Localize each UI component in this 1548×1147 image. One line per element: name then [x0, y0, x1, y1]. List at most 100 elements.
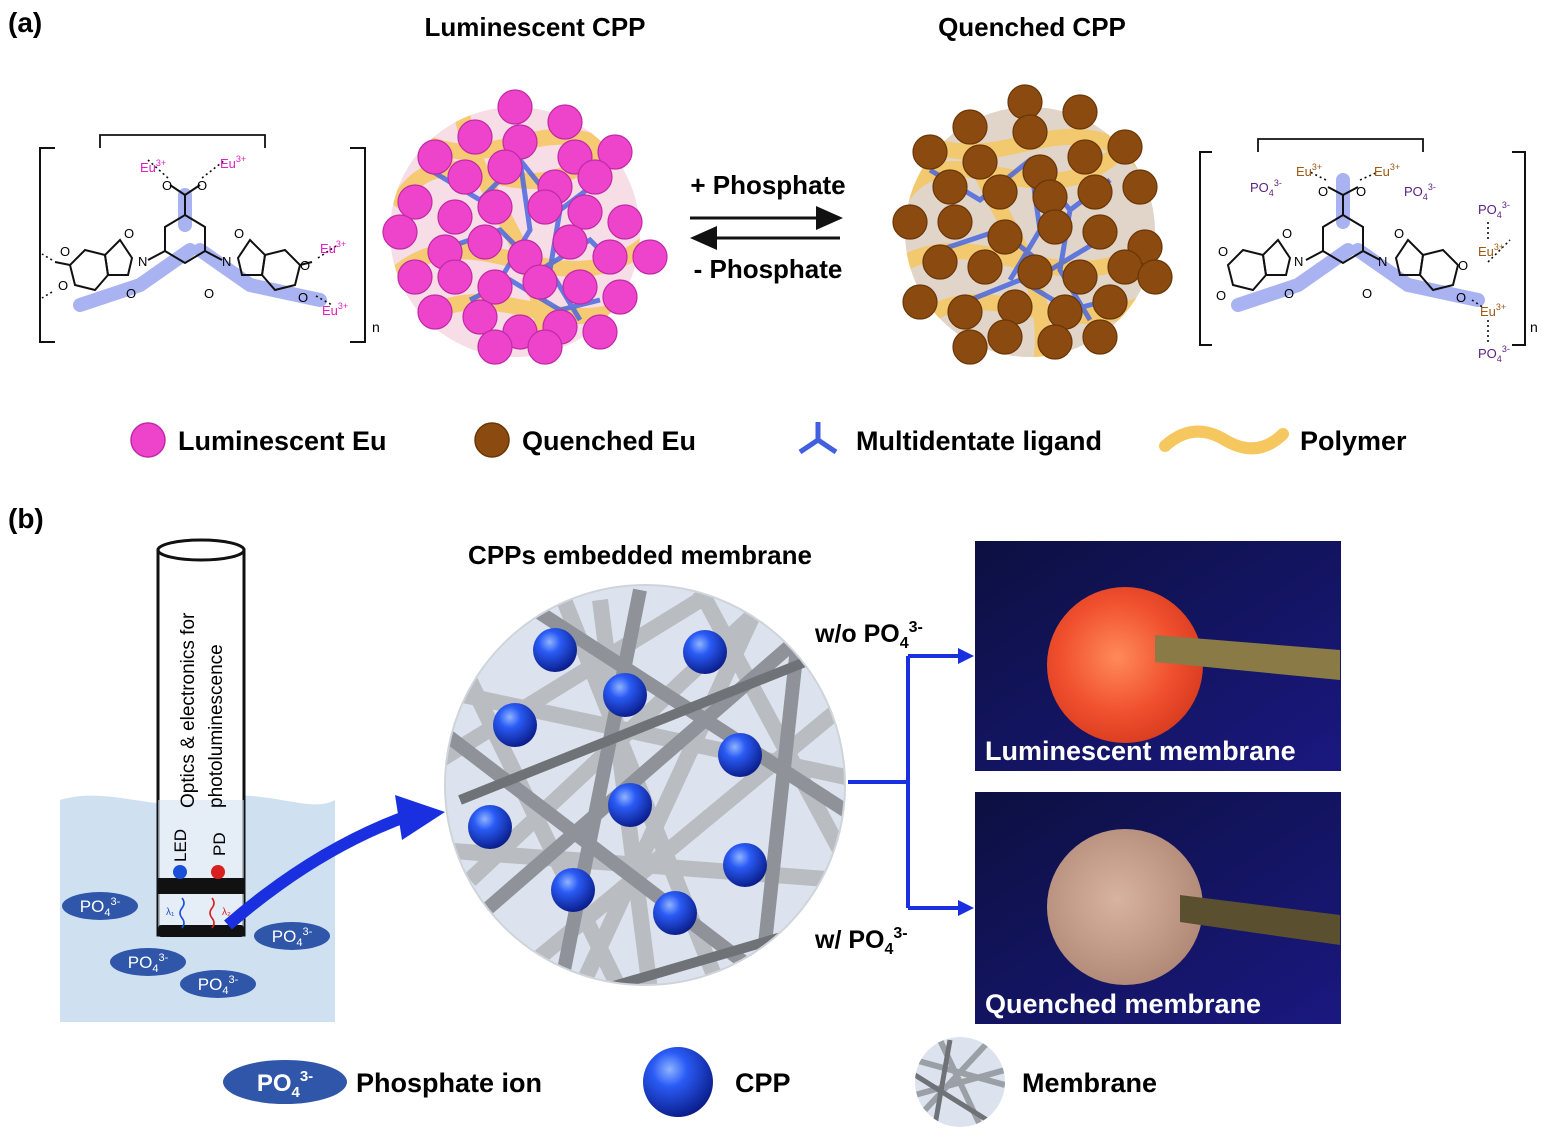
eu-label: Eu3+	[220, 154, 246, 171]
svg-text:PO43-: PO43-	[272, 926, 313, 949]
quenched-eu-dot	[1082, 214, 1118, 250]
led-dot	[173, 865, 187, 879]
panel-b-label: (b)	[8, 503, 44, 534]
luminescent-eu-dot	[417, 294, 453, 330]
luminescent-eu-dot	[562, 269, 598, 305]
atom-o: O	[1318, 184, 1328, 199]
cpp-particle	[723, 843, 767, 887]
luminescent-eu-dot	[477, 189, 513, 225]
quenched-eu-legend-icon	[474, 422, 510, 458]
luminescent-eu-dot	[567, 194, 603, 230]
cpp-particle	[603, 673, 647, 717]
phosphate-ion-icon	[223, 1060, 347, 1104]
membrane-icon	[915, 1037, 1005, 1127]
probe-text-line2: photoluminescence	[206, 644, 227, 808]
atom-o: O	[124, 226, 134, 241]
luminescent-eu-dot	[607, 204, 643, 240]
quenched-eu-dot	[912, 134, 948, 170]
phosphate-ion-icon-text: PO43-	[257, 1068, 313, 1101]
phosphate-ion: PO43-	[62, 892, 138, 920]
atom-o: O	[1362, 286, 1372, 301]
quenched-eu-dot	[1047, 294, 1083, 330]
repeat-n-left: n	[372, 319, 380, 335]
sensor-probe: Optics & electronics for photoluminescen…	[156, 538, 246, 937]
eu-label: Eu3+	[1296, 162, 1322, 179]
quenched-eu-dot	[922, 244, 958, 280]
luminescent-eu-dot	[487, 149, 523, 185]
luminescent-eu-dot	[382, 214, 418, 250]
led-label: LED	[171, 829, 190, 862]
atom-o: O	[58, 278, 68, 293]
cpp-particle	[608, 783, 652, 827]
without-phosphate-label: w/o PO43-	[814, 619, 923, 652]
legend-quenched-eu: Quenched Eu	[522, 426, 696, 456]
luminescent-eu-dot	[527, 329, 563, 365]
cpp-particle	[551, 868, 595, 912]
quenched-cpp-title: Quenched CPP	[938, 12, 1126, 42]
luminescent-eu-dot	[437, 259, 473, 295]
luminescent-eu-dot	[552, 224, 588, 260]
cpp-particle	[718, 733, 762, 777]
cpp-particle	[653, 891, 697, 935]
atom-o: O	[1284, 286, 1294, 301]
eu-label: Eu3+	[1374, 162, 1400, 179]
atom-o: O	[1218, 244, 1228, 259]
quenched-eu-dot	[1062, 259, 1098, 295]
luminescent-eu-dot	[547, 104, 583, 140]
atom-o: O	[1456, 290, 1466, 305]
luminescent-eu-dot	[462, 299, 498, 335]
quenched-eu-dot	[1107, 249, 1143, 285]
phosphate-ion: PO43-	[180, 970, 256, 998]
quenched-photo-label: Quenched membrane	[985, 989, 1261, 1019]
atom-o: O	[300, 258, 310, 273]
quenched-eu-dot	[1092, 284, 1128, 320]
eu-label: Eu3+	[1480, 302, 1506, 319]
phosphate-label: PO43-	[1478, 344, 1510, 364]
probe-text-line1: Optics & electronics for	[178, 612, 199, 808]
luminescent-eu-dot	[602, 279, 638, 315]
luminescent-eu-dot	[582, 314, 618, 350]
panel-a-label: (a)	[8, 7, 42, 38]
svg-text:PO43-: PO43-	[128, 952, 169, 975]
pd-dot	[211, 865, 225, 879]
quenched-eu-dot	[987, 219, 1023, 255]
quenched-eu-dot	[962, 144, 998, 180]
luminescent-photo-label: Luminescent membrane	[985, 736, 1296, 766]
svg-text:PO43-: PO43-	[198, 974, 239, 997]
with-phosphate-label: w/ PO43-	[814, 925, 908, 958]
quenched-eu-dot	[952, 109, 988, 145]
cpp-membrane	[444, 584, 846, 986]
minus-phosphate-label: - Phosphate	[694, 254, 843, 284]
quenched-eu-dots	[892, 84, 1173, 365]
luminescent-eu-dots	[382, 89, 668, 365]
luminescent-eu-dot	[397, 259, 433, 295]
quenched-eu-dot	[967, 249, 1003, 285]
atom-o: O	[298, 290, 308, 305]
quenched-eu-dot	[932, 169, 968, 205]
left-chemical-structure: n O O N O O O O N O O O O Eu3+ Eu3	[39, 134, 380, 343]
luminescent-eu-dot	[522, 264, 558, 300]
phosphate-ions: PO43- PO43- PO43- PO43-	[62, 892, 330, 998]
atom-o: O	[1356, 184, 1366, 199]
luminescent-eu-dot	[597, 134, 633, 170]
legend-membrane: Membrane	[1022, 1068, 1157, 1098]
atom-n: N	[1294, 254, 1303, 269]
phosphate-ion: PO43-	[110, 948, 186, 976]
atom-o: O	[1282, 226, 1292, 241]
luminescent-eu-dot	[577, 159, 613, 195]
cpp-sphere-icon	[643, 1047, 713, 1117]
quenched-eu-dot	[1077, 174, 1113, 210]
cpp-particles	[468, 628, 767, 935]
lambda1-label: λ₁	[166, 907, 175, 918]
atom-n: N	[222, 254, 231, 269]
luminescent-eu-dot	[632, 239, 668, 275]
quenched-eu-dot	[1107, 129, 1143, 165]
pd-label: PD	[210, 832, 229, 856]
luminescent-eu-dot	[417, 139, 453, 175]
quenched-eu-dot	[1007, 84, 1043, 120]
cpp-particle	[533, 628, 577, 672]
quenched-eu-dot	[1137, 259, 1173, 295]
luminescent-cpp-particle	[382, 89, 668, 365]
atom-n: N	[1378, 254, 1387, 269]
quenched-eu-dot	[1012, 114, 1048, 150]
